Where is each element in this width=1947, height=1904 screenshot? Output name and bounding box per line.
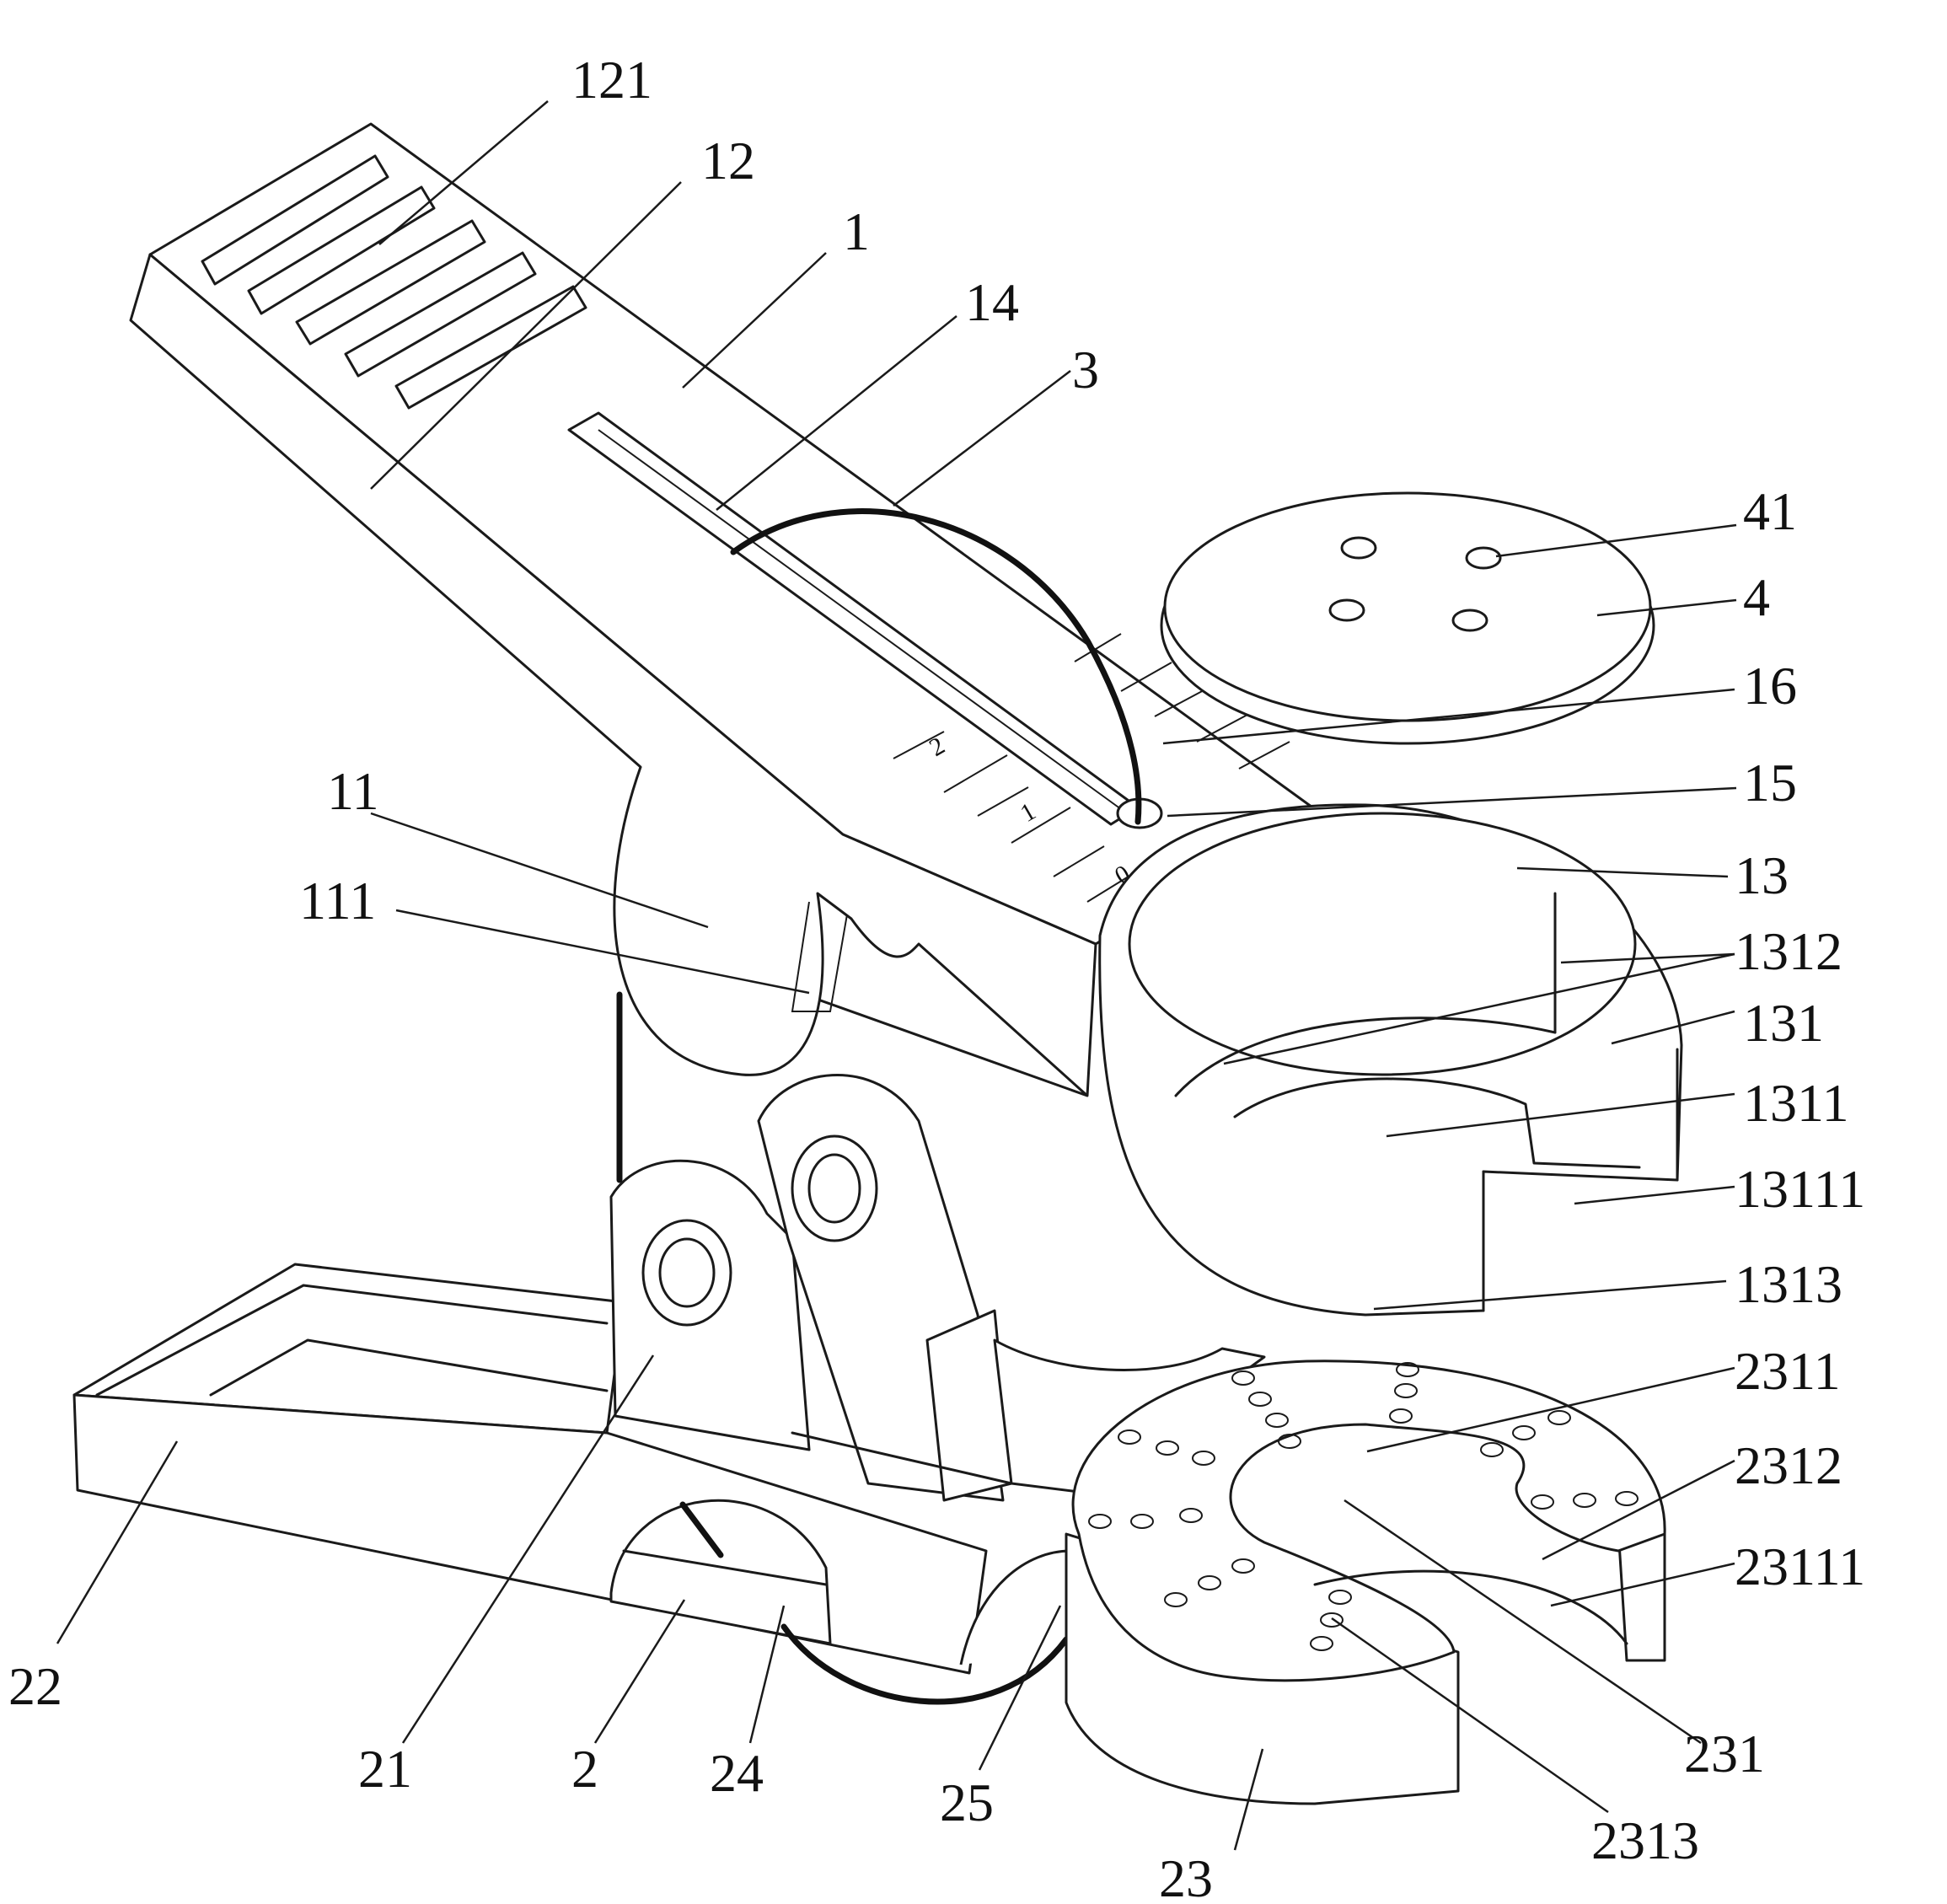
label-13111: 13111 xyxy=(1735,1159,1865,1219)
reference-labels: 121 12 1 14 3 41 4 16 15 11 13 111 131 2 … xyxy=(8,50,1865,1904)
label-16: 16 xyxy=(1743,656,1797,716)
label-15: 15 xyxy=(1743,753,1797,813)
label-2: 2 xyxy=(571,1739,598,1799)
label-41: 41 xyxy=(1743,481,1797,541)
label-131: 131 xyxy=(1743,993,1824,1053)
label-11: 11 xyxy=(327,761,379,821)
upper-jaw: 2 1 0 xyxy=(129,122,1317,1097)
label-111: 111 xyxy=(299,871,376,931)
label-13: 13 xyxy=(1735,845,1789,905)
label-4: 4 xyxy=(1743,567,1770,627)
label-121: 121 xyxy=(571,50,652,110)
label-25: 25 xyxy=(940,1773,994,1832)
label-14: 14 xyxy=(965,272,1019,332)
upper-seat-ring xyxy=(1098,803,1683,1317)
grip-ridges xyxy=(201,154,587,410)
pad-hole xyxy=(1465,546,1502,570)
leader-lines xyxy=(56,100,1737,1851)
label-2313: 2313 xyxy=(1591,1810,1699,1870)
sensor-window xyxy=(609,1499,832,1645)
label-3: 3 xyxy=(1072,340,1099,400)
label-1313: 1313 xyxy=(1735,1254,1842,1314)
pad-hole xyxy=(1451,609,1488,632)
lower-seat-ring xyxy=(1065,1360,1666,1805)
label-12: 12 xyxy=(701,131,755,190)
label-24: 24 xyxy=(710,1743,764,1803)
pin-holes xyxy=(1088,1362,1639,1651)
label-1311: 1311 xyxy=(1743,1073,1849,1133)
label-2312: 2312 xyxy=(1735,1435,1842,1495)
connecting-wire-lower xyxy=(679,1501,1070,1705)
pad-hole xyxy=(1340,536,1377,560)
label-1312: 1312 xyxy=(1735,921,1842,981)
spring-wire xyxy=(730,508,1142,825)
pad-hole xyxy=(1328,598,1365,622)
label-21: 21 xyxy=(358,1739,412,1799)
lower-jaw xyxy=(72,1073,1266,1675)
label-231: 231 xyxy=(1684,1724,1765,1783)
label-23111: 23111 xyxy=(1735,1537,1865,1596)
label-2311: 2311 xyxy=(1735,1341,1841,1401)
label-23: 23 xyxy=(1159,1848,1213,1904)
label-1: 1 xyxy=(843,201,870,261)
pad-disc xyxy=(1160,491,1655,745)
label-22: 22 xyxy=(8,1656,62,1716)
